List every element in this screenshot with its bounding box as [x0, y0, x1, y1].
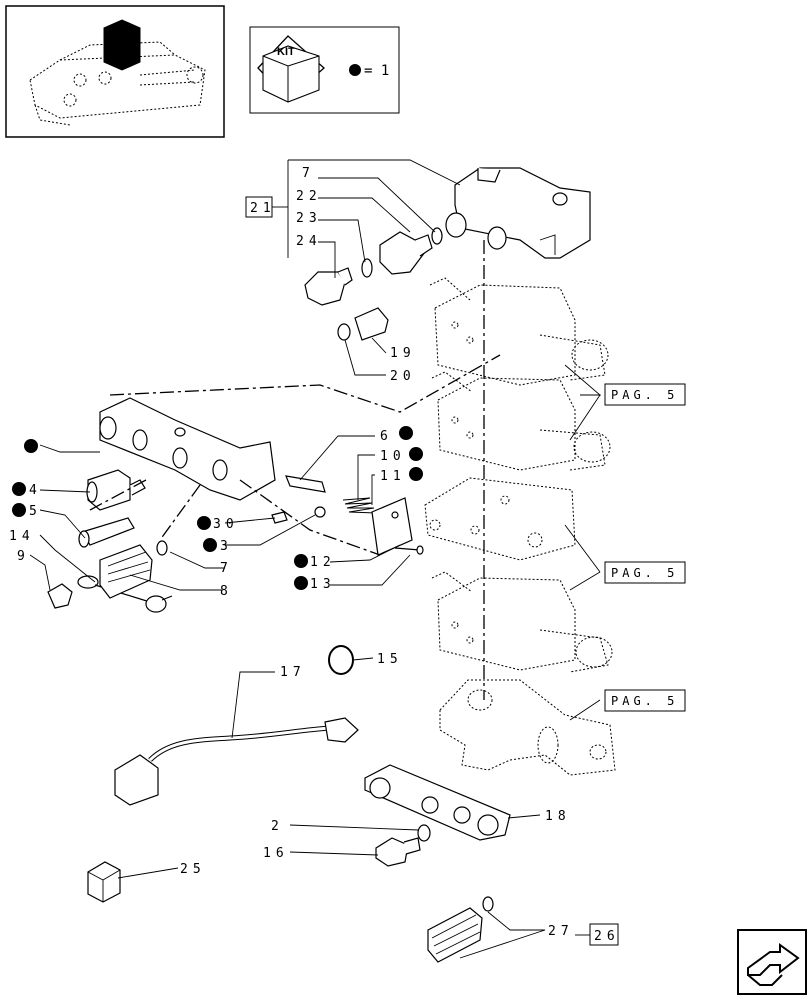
seal-part-7 — [156, 540, 168, 556]
o-ring-part-15 — [328, 645, 354, 675]
spacer-part — [337, 307, 389, 341]
label-5: 5 — [29, 504, 42, 519]
label-25: 25 — [180, 862, 206, 877]
plug-part — [379, 231, 433, 275]
kit-legend-text: = 1 — [364, 63, 389, 79]
label-8: 8 — [220, 584, 233, 599]
screw-part-6 — [285, 475, 326, 493]
label-17: 17 — [280, 665, 306, 680]
label-27: 27 — [548, 924, 574, 939]
valve-cover-part — [445, 167, 591, 259]
label-13: 13 — [310, 577, 336, 592]
next-page-arrow-icon[interactable] — [737, 929, 807, 995]
page-ref-1[interactable]: PAG. 5 — [611, 388, 678, 402]
label-6: 6 — [380, 429, 393, 444]
label-14: 14 — [9, 529, 35, 544]
valve-section-2 — [431, 371, 611, 471]
harness-part-17 — [114, 717, 359, 806]
label-12: 12 — [310, 555, 336, 570]
kit-title: KIT — [277, 46, 295, 58]
boot-part-8 — [99, 544, 153, 599]
screw-part-30 — [271, 511, 288, 524]
plug-part-9 — [47, 583, 73, 609]
kit-dot-icon — [294, 576, 308, 590]
relay-part-25 — [87, 861, 121, 903]
plate-part-11 — [371, 497, 413, 556]
label-24: 24 — [296, 234, 322, 249]
label-7-top: 7 — [302, 166, 315, 181]
label-23: 23 — [296, 211, 322, 226]
valve-section-4 — [431, 571, 613, 673]
label-21-box — [245, 196, 273, 218]
washer-part-2 — [417, 824, 431, 842]
label-22: 22 — [296, 189, 322, 204]
label-20: 20 — [390, 369, 416, 384]
bolt-part-16 — [375, 837, 421, 867]
spring-part-10 — [342, 497, 377, 514]
boot-part-26 — [427, 896, 494, 963]
label-21: 21 — [250, 201, 276, 216]
kit-dot-icon — [12, 503, 26, 517]
bolt-part-12 — [394, 545, 424, 555]
label-26-box — [589, 923, 619, 946]
label-16: 16 — [263, 846, 289, 861]
kit-dot-icon — [294, 554, 308, 568]
kit-dot-icon — [399, 426, 413, 440]
kit-dot-icon — [12, 482, 26, 496]
washer-part-3 — [314, 506, 326, 518]
valve-base-section — [439, 679, 616, 776]
label-7-left: 7 — [220, 561, 233, 576]
kit-dot-icon — [197, 516, 211, 530]
solenoid-part-4 — [86, 469, 146, 511]
label-3: 3 — [220, 539, 233, 554]
label-11: 11 — [380, 469, 406, 484]
page-ref-box-2 — [604, 561, 686, 584]
assembly-thumbnail — [5, 5, 225, 138]
page-ref-2[interactable]: PAG. 5 — [611, 566, 678, 580]
washer-part — [361, 258, 373, 278]
label-10: 10 — [380, 449, 406, 464]
page-ref-box-3 — [604, 689, 686, 712]
kit-dot-icon — [349, 64, 361, 76]
label-26: 26 — [594, 929, 620, 944]
label-30: 30 — [213, 517, 239, 532]
page-ref-3[interactable]: PAG. 5 — [611, 694, 678, 708]
valve-section-3 — [424, 477, 576, 561]
kit-dot-icon — [409, 467, 423, 481]
label-4: 4 — [29, 483, 42, 498]
valve-section-1 — [429, 277, 609, 386]
page-ref-box-1 — [604, 383, 686, 406]
link-part-18 — [364, 764, 511, 841]
valve-body-part — [99, 397, 276, 501]
leader-lines — [29, 159, 602, 959]
assembly-lines — [89, 240, 501, 700]
pin-part-5 — [78, 517, 135, 548]
label-18: 18 — [545, 809, 571, 824]
kit-dot-icon — [24, 439, 38, 453]
label-19: 19 — [390, 346, 416, 361]
label-2: 2 — [271, 819, 284, 834]
cap-part — [304, 267, 353, 306]
kit-dot-icon — [203, 538, 217, 552]
kit-legend: KIT = 1 — [249, 26, 400, 114]
kit-dot-icon — [409, 447, 423, 461]
label-15: 15 — [377, 652, 403, 667]
label-9: 9 — [17, 549, 30, 564]
